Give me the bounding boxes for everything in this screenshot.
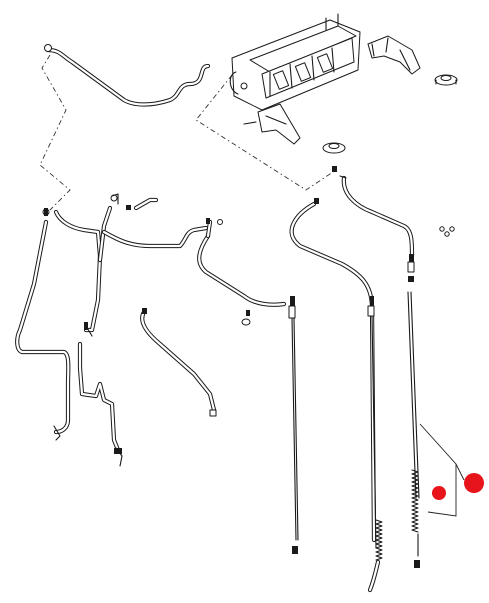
callout-marker-primary[interactable]: [464, 473, 484, 493]
elbow-duct-part: [367, 35, 421, 75]
flange-gasket-upper: [434, 74, 458, 86]
coil-springs: [292, 469, 420, 593]
callout-marker-secondary[interactable]: [432, 486, 446, 500]
tube-lines: [15, 47, 420, 549]
leader-lines: [419, 423, 465, 517]
flange-gasket-lower: [322, 142, 346, 154]
fittings: [42, 44, 455, 467]
canister-assembly: [229, 13, 361, 145]
